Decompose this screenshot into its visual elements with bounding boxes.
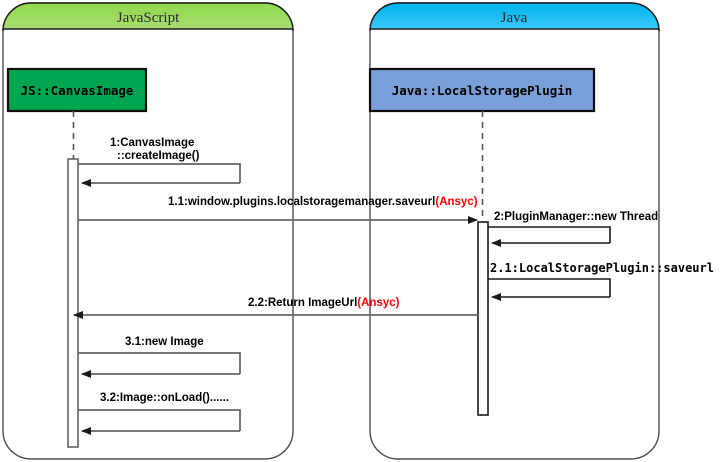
activation-bar-localstorageplugin bbox=[477, 221, 489, 416]
message-3-1-label: 3.1:new Image bbox=[125, 336, 204, 348]
message-2-2-label: 2.2:Return ImageUrl(Ansyc) bbox=[248, 297, 400, 309]
message-2-new-thread[interactable]: 2:PluginManager::new Thread bbox=[488, 211, 658, 247]
frame-title-javascript: JavaScript bbox=[117, 10, 180, 26]
message-1-1-label-text: 1.1:window.plugins.localstoragemanager.s… bbox=[168, 196, 435, 208]
lifeline-localstorageplugin[interactable]: Java::LocalStoragePlugin bbox=[368, 67, 596, 416]
frame-java: Java bbox=[369, 2, 660, 460]
message-2-1-self-path bbox=[488, 278, 611, 297]
message-2-label: 2:PluginManager::new Thread bbox=[494, 211, 658, 223]
message-3-2-label: 3.2:Image::onLoad()...... bbox=[100, 392, 229, 404]
object-label-canvasimage: JS::CanvasImage bbox=[21, 83, 134, 98]
message-2-2-return-imageurl[interactable]: 2.2:Return ImageUrl(Ansyc) bbox=[73, 297, 478, 319]
message-1-create-image[interactable]: 1:CanvasImage ::createImage() bbox=[78, 137, 241, 187]
object-box-canvasimage[interactable] bbox=[6, 67, 148, 113]
message-2-1-label: 2.1:LocalStoragePlugin::saveurl bbox=[490, 261, 714, 275]
message-3-1-new-image[interactable]: 3.1:new Image bbox=[78, 336, 241, 378]
message-3-2-self-path bbox=[78, 409, 241, 431]
message-1-self-path bbox=[78, 163, 241, 183]
message-1-1-saveurl[interactable]: 1.1:window.plugins.localstoragemanager.s… bbox=[78, 196, 478, 224]
message-3-1-self-path bbox=[78, 352, 241, 374]
lifeline-canvasimage[interactable]: JS::CanvasImage bbox=[6, 67, 148, 448]
object-box-localstorageplugin[interactable] bbox=[368, 67, 596, 113]
object-label-localstorageplugin: Java::LocalStoragePlugin bbox=[392, 83, 573, 98]
message-1-label-line2: ::createImage() bbox=[117, 150, 200, 162]
message-1-label-line1: 1:CanvasImage bbox=[110, 137, 194, 149]
message-1-1-async-marker: (Ansyc) bbox=[435, 196, 477, 208]
message-2-self-path bbox=[488, 226, 611, 243]
message-3-2-onload[interactable]: 3.2:Image::onLoad()...... bbox=[78, 392, 241, 435]
message-2-2-label-text: 2.2:Return ImageUrl bbox=[248, 297, 357, 309]
message-2-1-saveurl[interactable]: 2.1:LocalStoragePlugin::saveurl bbox=[488, 261, 714, 301]
message-2-2-async-marker: (Ansyc) bbox=[357, 297, 399, 309]
message-1-1-label: 1.1:window.plugins.localstoragemanager.s… bbox=[168, 196, 478, 208]
activation-bar-canvasimage bbox=[67, 158, 79, 448]
frame-title-java: Java bbox=[501, 10, 528, 26]
